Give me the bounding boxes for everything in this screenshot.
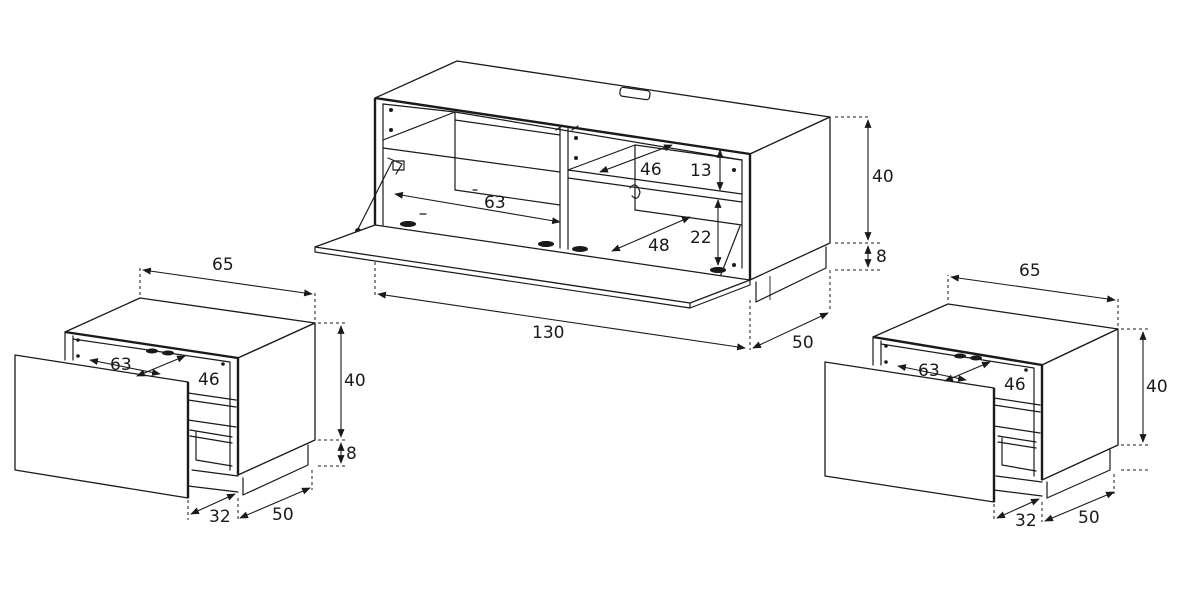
hinge-dot — [710, 267, 726, 273]
tv-unit-front-top-edge — [374, 96, 752, 280]
right-unit-drawer-box — [993, 397, 1043, 483]
tv-depth-dim — [752, 312, 829, 349]
left-inner-width-label: 63 — [110, 355, 132, 375]
upper-shelf-left — [382, 111, 561, 173]
tv-lower-depth-label: 48 — [648, 236, 670, 256]
right-inner-width-label: 63 — [918, 361, 940, 381]
middle-divider — [559, 126, 569, 250]
left-unit-left-wall — [64, 331, 74, 361]
left-height-label: 40 — [344, 371, 366, 391]
cable-grommet — [619, 86, 651, 101]
open-flap-door — [314, 224, 751, 304]
right-drawer-unit: 65 40 32 50 63 46 — [824, 261, 1168, 531]
right-unit-drawer-front — [824, 361, 995, 503]
left-extension-lines — [139, 268, 346, 520]
tv-width-dim — [377, 291, 746, 351]
tv-shelf-width-dim — [394, 191, 561, 225]
tv-base-label: 8 — [876, 247, 887, 267]
cable-loop — [629, 184, 641, 199]
left-unit-drawer-box — [187, 392, 239, 477]
left-width-dim — [142, 267, 313, 297]
left-inner-depth-label: 46 — [198, 370, 220, 390]
hinge-dot — [389, 128, 393, 132]
tv-depth-label: 50 — [792, 333, 814, 353]
left-drawer-depth-label: 32 — [209, 507, 231, 527]
left-unit-runners — [76, 338, 225, 366]
right-width-label: 65 — [1019, 261, 1041, 281]
right-inner-depth-label: 46 — [1004, 375, 1026, 395]
left-depth-dim — [239, 487, 311, 519]
tv-extension-lines — [374, 116, 880, 350]
tv-height-label: 40 — [872, 167, 894, 187]
left-unit-inner-frame — [72, 338, 231, 471]
right-unit-runners — [884, 344, 1028, 372]
left-unit-plinth — [242, 444, 309, 496]
tv-unit: 130 40 8 50 63 46 13 48 22 — [314, 60, 894, 353]
right-unit-inner-frame — [880, 343, 1035, 477]
tv-width-label: 130 — [532, 323, 564, 343]
tv-upper-gap-label: 13 — [690, 161, 712, 181]
hinge-dot — [574, 136, 578, 140]
hinge-dot — [389, 108, 393, 112]
tv-unit-plinth — [755, 246, 827, 303]
right-depth-dim — [1044, 491, 1115, 522]
right-depth-label: 50 — [1078, 508, 1100, 528]
tv-shelf-depth-label: 46 — [640, 160, 662, 180]
left-base-label: 8 — [346, 444, 357, 464]
right-extension-lines — [947, 275, 1148, 522]
left-unit-front-edge — [64, 330, 240, 475]
tv-lower-gap-label: 22 — [690, 228, 712, 248]
shelf-pin — [419, 189, 478, 215]
right-drawer-depth-label: 32 — [1015, 511, 1037, 531]
left-drawer-depth-dim — [190, 493, 236, 515]
flap-stay-right — [717, 225, 741, 283]
hinge-dot — [732, 168, 736, 172]
hinge-dot — [732, 263, 736, 267]
hinge-dot — [538, 241, 554, 247]
tv-shelf-depth-dim — [599, 144, 673, 173]
right-width-dim — [950, 274, 1116, 303]
left-depth-label: 50 — [272, 505, 294, 525]
tv-shelf-width-label: 63 — [484, 193, 506, 213]
left-drawer-unit: 65 40 8 32 50 63 46 — [14, 255, 366, 527]
flap-stay-bracket — [392, 160, 405, 171]
hinge-dot — [574, 156, 578, 160]
right-unit-plinth — [1046, 449, 1111, 499]
right-height-label: 40 — [1146, 377, 1168, 397]
right-unit-left-wall — [872, 336, 882, 366]
left-width-label: 65 — [212, 255, 234, 275]
right-drawer-depth-dim — [996, 498, 1040, 519]
tv-lower-depth-dim — [611, 216, 691, 252]
hinge-dot — [400, 221, 416, 227]
right-inner-depth-dim — [944, 361, 991, 382]
flap-stay-left — [357, 157, 403, 230]
right-unit-front-edge — [872, 335, 1044, 480]
left-inner-depth-dim — [136, 355, 186, 377]
left-unit-drawer-front — [14, 354, 189, 499]
